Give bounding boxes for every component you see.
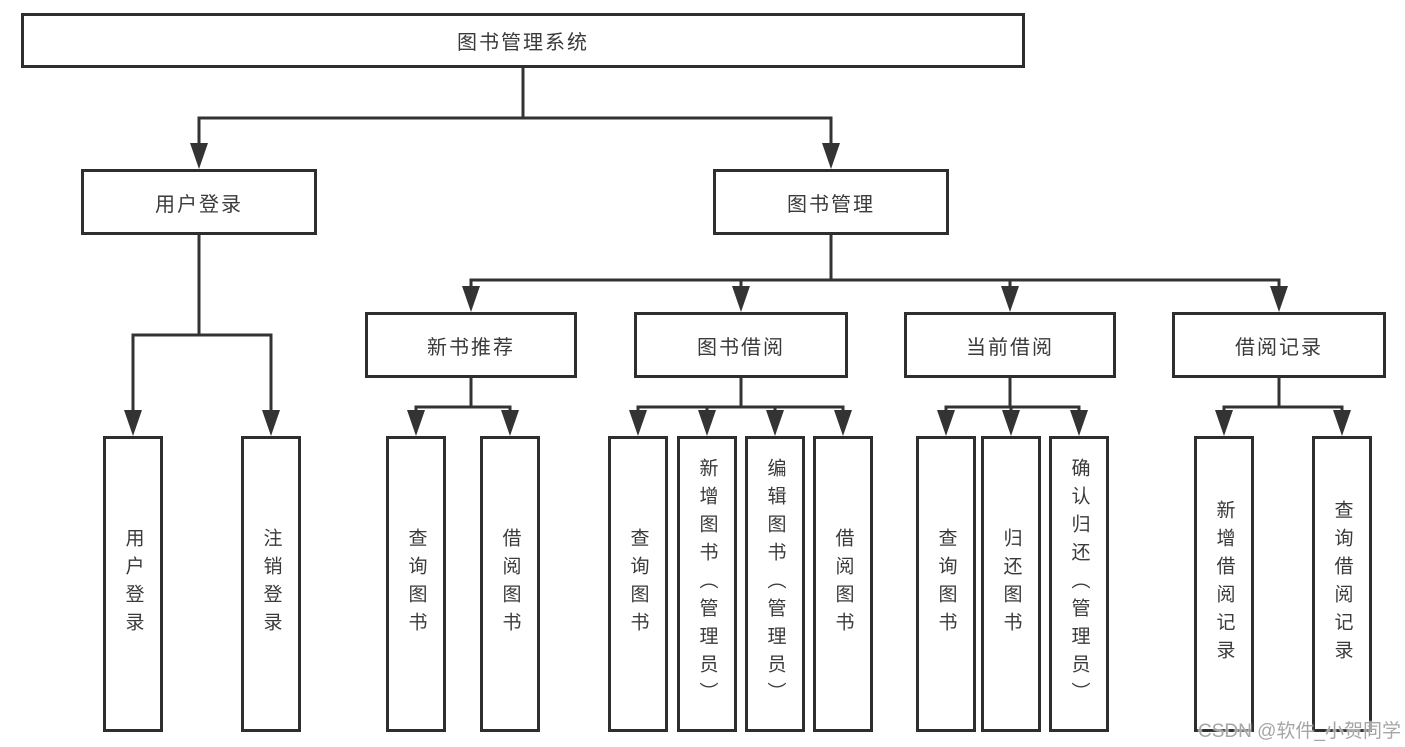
leaf-add-borrow-record: 新增借阅记录 [1194, 436, 1254, 732]
connector-new-book-to-leaves [407, 376, 519, 436]
leaf-label: 确认归还（管理员） [1068, 458, 1090, 710]
node-label: 图书管理系统 [457, 32, 589, 54]
connector-user-login-to-leaves [124, 233, 280, 436]
leaf-label: 用户登录 [122, 528, 144, 640]
leaf-add-book-admin: 新增图书（管理员） [677, 436, 737, 732]
node-current-borrowing: 当前借阅 [904, 312, 1116, 378]
node-label: 新书推荐 [427, 336, 515, 359]
node-label: 图书管理 [787, 193, 875, 216]
leaf-label: 注销登录 [260, 528, 282, 640]
leaf-label: 新增图书（管理员） [696, 458, 718, 710]
leaf-label: 归还图书 [1000, 528, 1022, 640]
node-book-management: 图书管理 [713, 169, 949, 235]
leaf-return-books: 归还图书 [981, 436, 1041, 732]
connector-borrow-record-to-leaves [1215, 376, 1351, 436]
leaf-label: 查询图书 [935, 528, 957, 640]
leaf-query-books-1: 查询图书 [386, 436, 446, 732]
leaf-label: 借阅图书 [832, 528, 854, 640]
watermark: CSDN @软件_小贺同学 [1198, 721, 1401, 742]
leaf-query-books-3: 查询图书 [916, 436, 976, 732]
leaf-label: 编辑图书（管理员） [764, 458, 786, 710]
leaf-label: 查询借阅记录 [1331, 500, 1353, 668]
leaf-borrow-books-2: 借阅图书 [813, 436, 873, 732]
node-borrowing-records: 借阅记录 [1172, 312, 1386, 378]
leaf-confirm-return-admin: 确认归还（管理员） [1049, 436, 1109, 732]
leaf-label: 查询图书 [627, 528, 649, 640]
connector-book-borrow-to-leaves [629, 376, 852, 436]
leaf-label: 借阅图书 [499, 528, 521, 640]
leaf-query-books-2: 查询图书 [608, 436, 668, 732]
node-user-login: 用户登录 [81, 169, 317, 235]
node-new-book-recommendation: 新书推荐 [365, 312, 577, 378]
node-book-borrowing: 图书借阅 [634, 312, 848, 378]
node-label: 借阅记录 [1235, 336, 1323, 359]
connector-current-borrow-to-leaves [937, 376, 1088, 436]
connector-root-to-level1 [190, 66, 840, 169]
leaf-label: 查询图书 [405, 528, 427, 640]
leaf-edit-book-admin: 编辑图书（管理员） [745, 436, 805, 732]
leaf-user-login: 用户登录 [103, 436, 163, 732]
node-library-system-root: 图书管理系统 [21, 13, 1025, 68]
node-label: 图书借阅 [697, 336, 785, 359]
leaf-label: 新增借阅记录 [1213, 500, 1235, 668]
node-label: 用户登录 [155, 193, 243, 216]
leaf-logout: 注销登录 [241, 436, 301, 732]
leaf-query-borrow-record: 查询借阅记录 [1312, 436, 1372, 732]
node-label: 当前借阅 [966, 336, 1054, 359]
connector-book-management-to-level2 [462, 233, 1288, 312]
leaf-borrow-books-1: 借阅图书 [480, 436, 540, 732]
